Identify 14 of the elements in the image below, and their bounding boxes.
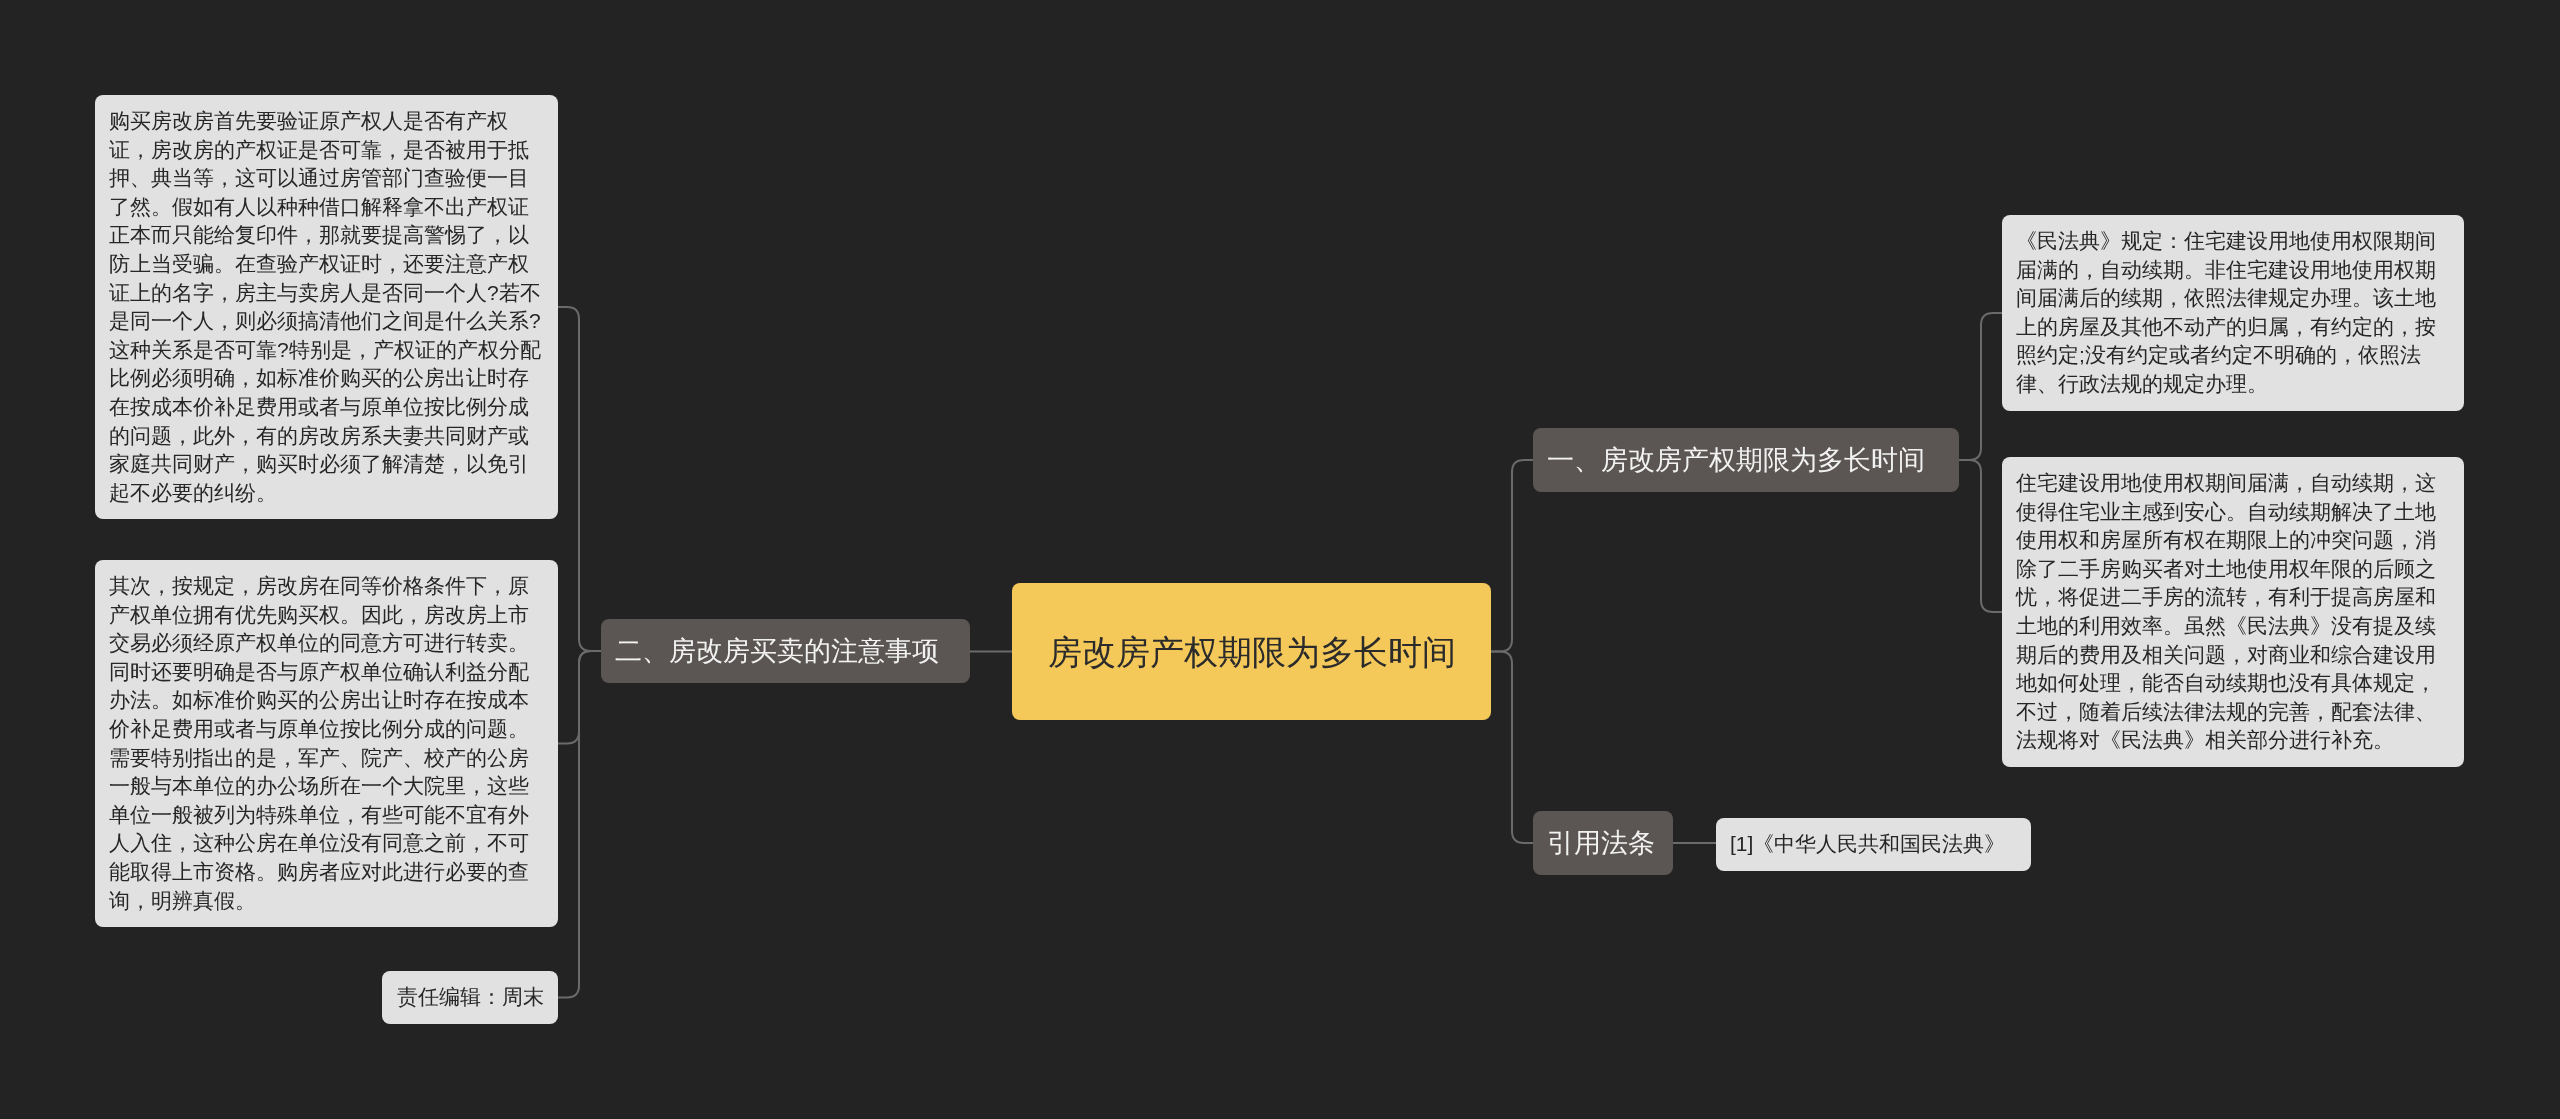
connector-line bbox=[1490, 650, 1534, 844]
central-topic-box: 房改房产权期限为多长时间 bbox=[1012, 583, 1491, 720]
note-card: 责任编辑：周末 bbox=[382, 971, 558, 1024]
note-card: 其次，按规定，房改房在同等价格条件下，原产权单位拥有优先购买权。因此，房改房上市交易必须经原产权单位的同意方可进行转卖。同时还要明确是否与原产权单位确认利益分配办法。如标准价购买的公房出让时存在按成本价补足费用或者与原单位按比例分成的问题。需要特别指出的是，军产、院产、校产的公房一般与本单位的办公场所在一个大院里，这些单位一般被列为特殊单位，有些可能不宜有外人入住，这种公房在单位没有同意之前，不可能取得上市资格。购房者应对此进行必要的查询，明辨真假。 bbox=[95, 560, 558, 928]
note-card: 住宅建设用地使用权期间届满，自动续期，这使得住宅业主感到安心。自动续期解决了土地使用权和房屋所有权在期限上的冲突问题，消除了二手房购买者对土地使用权年限的后顾之忧，将促进二手房的流转，有利于提高房屋和土地的利用效率。虽然《民法典》没有提及续期后的费用及相关问题，对商业和综合建设用地如何处理，能否自动续期也没有具体规定，不过，随着后续法律法规的完善，配套法律、法规将对《民法典》相关部分进行补充。 bbox=[2002, 457, 2464, 767]
note-card: 购买房改房首先要验证原产权人是否有产权证，房改房的产权证是否可靠，是否被用于抵押、典当等，这可以通过房管部门查验便一目了然。假如有人以种种借口解释拿不出产权证正本而只能给复印件，那就要提高警惕了，以防上当受骗。在查验产权证时，还要注意产权证上的名字，房主与卖房人是否同一个人?若不是同一个人，则必须搞清他们之间是什么关系?这种关系是否可靠?特别是，产权证的产权分配比例必须明确，如标准价购买的公房出让时存在按成本价补足费用或者与原单位按比例分成的问题，此外，有的房改房系夫妻共同财产或家庭共同财产，购买时必须了解清楚，以免引起不必要的纠纷。 bbox=[95, 95, 558, 520]
topic-box: 二、房改房买卖的注意事项 bbox=[601, 619, 970, 683]
connector-line bbox=[969, 650, 1013, 653]
topic-box: 引用法条 bbox=[1533, 811, 1673, 875]
connector-line bbox=[1958, 459, 2003, 613]
note-card: [1]《中华人民共和国民法典》 bbox=[1716, 818, 2031, 871]
note-card: 《民法典》规定：住宅建设用地使用权限期间届满的，自动续期。非住宅建设用地使用权期间届满后的续期，依照法律规定办理。该土地上的房屋及其他不动产的归属，有约定的，按照约定;没有约定或者约定不明确的，依照法律、行政法规的规定办理。 bbox=[2002, 215, 2464, 411]
topic-box: 一、房改房产权期限为多长时间 bbox=[1533, 428, 1959, 492]
connector-line bbox=[1672, 842, 1717, 844]
